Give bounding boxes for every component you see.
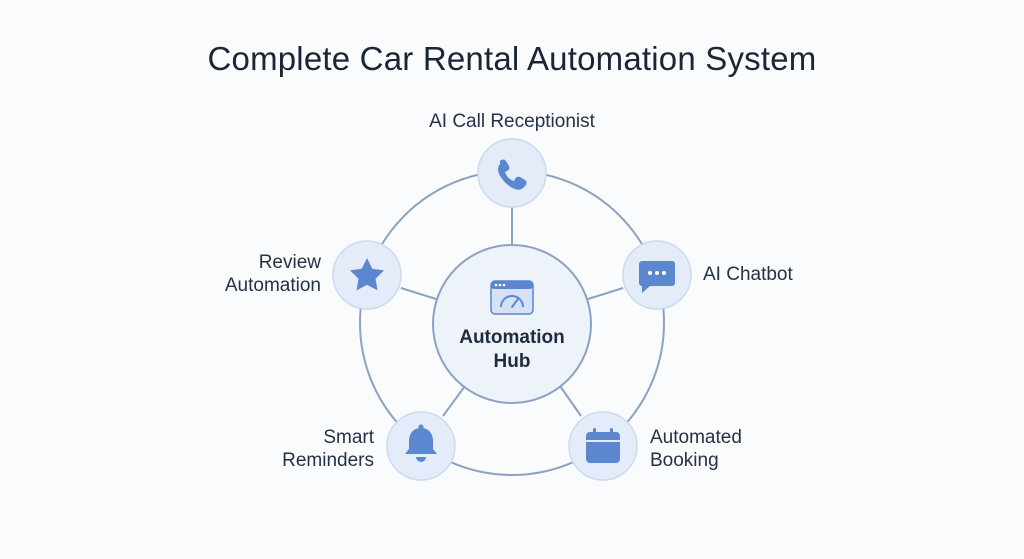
reminders-label-line2: Reminders — [282, 450, 374, 471]
hub-label: Automation Hub — [432, 326, 592, 374]
spoke-review — [400, 287, 437, 300]
booking-label-line2: Booking — [650, 450, 719, 471]
star-icon — [350, 258, 384, 291]
automation-hub — [432, 244, 592, 404]
node-ai-call-receptionist — [477, 138, 547, 208]
hub-label-line1: Automation — [459, 327, 565, 348]
calendar-icon — [586, 428, 620, 463]
node-automated-booking — [568, 411, 638, 481]
page-title: Complete Car Rental Automation System — [207, 40, 817, 77]
spoke-reminders — [442, 385, 466, 417]
receptionist-label: AI Call Receptionist — [429, 111, 595, 132]
booking-label: Automated Booking — [650, 426, 742, 472]
node-review-automation — [332, 240, 402, 310]
chatbot-label: AI Chatbot — [703, 264, 793, 285]
phone-icon — [498, 159, 527, 190]
dashboard-window-icon — [490, 280, 534, 315]
spoke-chatbot — [587, 287, 624, 300]
bell-icon — [405, 424, 437, 462]
node-ai-chatbot — [622, 240, 692, 310]
node-smart-reminders — [386, 411, 456, 481]
review-label-line2: Automation — [224, 275, 321, 296]
reminders-label: Smart Reminders — [234, 426, 374, 472]
booking-label-line1: Automated — [650, 427, 742, 448]
spoke-booking — [559, 385, 582, 417]
hub-label-line2: Hub — [493, 351, 531, 372]
chat-bubble-icon — [639, 261, 675, 293]
reminders-label-line1: Smart — [323, 427, 374, 448]
review-label-line1: Review — [258, 252, 321, 273]
review-label: Review Automation — [181, 251, 321, 297]
